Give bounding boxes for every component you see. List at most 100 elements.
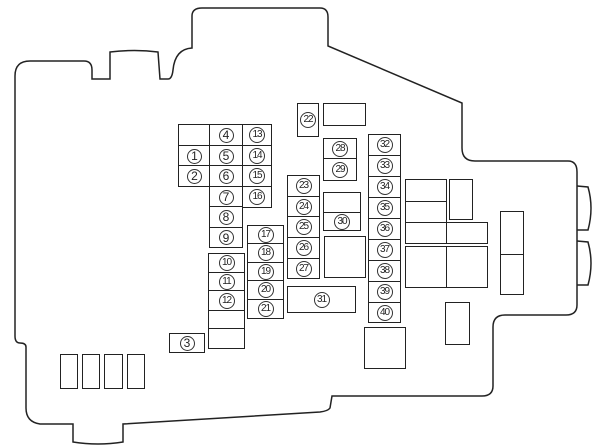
fuse-7: 7 <box>209 186 243 208</box>
fuse-number: 1 <box>187 148 202 164</box>
fuse-number: 34 <box>376 179 393 195</box>
fuse-14: 14 <box>242 145 272 167</box>
relay-slot <box>446 222 488 244</box>
fuse-number: 32 <box>376 137 393 153</box>
fuse-40: 40 <box>368 302 401 323</box>
fuse-number: 40 <box>376 304 393 321</box>
fuse-30: 30 <box>323 212 361 231</box>
fuse-number: 30 <box>334 213 350 230</box>
fuse-number: 19 <box>257 264 274 280</box>
fuse-19: 19 <box>247 262 284 282</box>
fuse-28: 28 <box>323 138 357 160</box>
relay-slot <box>405 222 447 244</box>
fuse-number: 9 <box>218 230 234 245</box>
fuse-17: 17 <box>247 225 284 245</box>
fuse-15: 15 <box>242 165 272 187</box>
fuse-13: 13 <box>242 124 272 146</box>
fuse-number: 16 <box>249 189 265 205</box>
fuse-number: 22 <box>300 112 316 128</box>
fuse-number: 23 <box>295 178 312 194</box>
fuse-number: 24 <box>295 199 312 215</box>
fuse-number: 11 <box>218 274 235 290</box>
connector-lower <box>576 240 592 286</box>
fuse-number: 14 <box>249 148 265 164</box>
fuse-number: 26 <box>295 240 312 256</box>
fuse-number: 35 <box>376 200 393 216</box>
relay-slot <box>449 179 473 220</box>
relay-slot <box>500 254 524 295</box>
fuse-24: 24 <box>287 196 320 218</box>
fuse-number: 13 <box>249 127 265 143</box>
fuse-35: 35 <box>368 197 401 219</box>
fuse-6: 6 <box>209 165 243 187</box>
fuse-10: 10 <box>208 253 245 273</box>
relay-slot <box>127 354 145 389</box>
fuse-4: 4 <box>209 124 243 146</box>
fuse-27: 27 <box>287 258 320 279</box>
relay-slot <box>208 328 245 349</box>
fuse-26: 26 <box>287 237 320 259</box>
fuse-36: 36 <box>368 218 401 240</box>
fuse-29: 29 <box>323 158 357 181</box>
relay-slot <box>500 211 524 255</box>
fuse-22: 22 <box>297 103 319 137</box>
fuse-34: 34 <box>368 176 401 198</box>
fuse-38: 38 <box>368 260 401 282</box>
fuse-number: 15 <box>249 168 265 184</box>
fuse-1: 1 <box>178 145 211 167</box>
fuse-number: 6 <box>218 168 234 184</box>
relay-slot <box>405 201 447 223</box>
fuse-2: 2 <box>178 165 211 187</box>
fuse-number: 5 <box>218 148 234 164</box>
fuse-number: 18 <box>257 245 274 261</box>
fuse-32: 32 <box>368 134 401 156</box>
fuse-number: 39 <box>376 284 393 300</box>
fuse-18: 18 <box>247 243 284 263</box>
fuse-25: 25 <box>287 216 320 238</box>
fuse-number: 27 <box>295 260 312 277</box>
fuse-number: 37 <box>376 242 393 258</box>
fuse-3: 3 <box>169 333 205 353</box>
housing-outline <box>14 7 578 445</box>
fuse-number: 28 <box>332 141 348 157</box>
relay-slot <box>446 246 488 288</box>
fuse-33: 33 <box>368 155 401 177</box>
fuse-number: 36 <box>376 221 393 237</box>
fuse-number: 20 <box>257 282 274 298</box>
fuse-20: 20 <box>247 280 284 300</box>
fuse-9: 9 <box>209 227 243 248</box>
fuse-31: 31 <box>287 286 356 313</box>
fuse-8: 8 <box>209 206 243 228</box>
fuse-number: 2 <box>187 168 202 184</box>
fuse-number: 8 <box>218 209 234 225</box>
fuse-number: 21 <box>257 301 274 317</box>
relay-slot <box>178 124 211 146</box>
connector-upper <box>576 185 592 231</box>
fuse-number: 25 <box>295 219 312 235</box>
fuse-21: 21 <box>247 299 284 319</box>
relay-slot <box>104 354 123 389</box>
fuse-5: 5 <box>209 145 243 167</box>
relay-slot <box>82 354 100 389</box>
fuse-39: 39 <box>368 281 401 303</box>
fuse-number: 4 <box>218 127 234 143</box>
fuse-number: 17 <box>257 227 274 243</box>
relay-slot <box>405 246 447 288</box>
fuse-number: 33 <box>376 158 393 174</box>
fuse-37: 37 <box>368 239 401 261</box>
relay-slot <box>445 302 470 345</box>
fuse-number: 7 <box>218 189 234 205</box>
relay-slot <box>208 310 245 330</box>
fuse-number: 3 <box>179 335 195 351</box>
fuse-number: 31 <box>313 291 330 308</box>
relay-slot <box>323 103 366 126</box>
fuse-11: 11 <box>208 272 245 292</box>
fuse-12: 12 <box>208 290 245 311</box>
fuse-number: 10 <box>218 255 235 271</box>
fuse-number: 29 <box>332 161 348 178</box>
relay-slot <box>405 179 447 202</box>
fuse-23: 23 <box>287 175 320 197</box>
relay-slot <box>323 192 361 214</box>
